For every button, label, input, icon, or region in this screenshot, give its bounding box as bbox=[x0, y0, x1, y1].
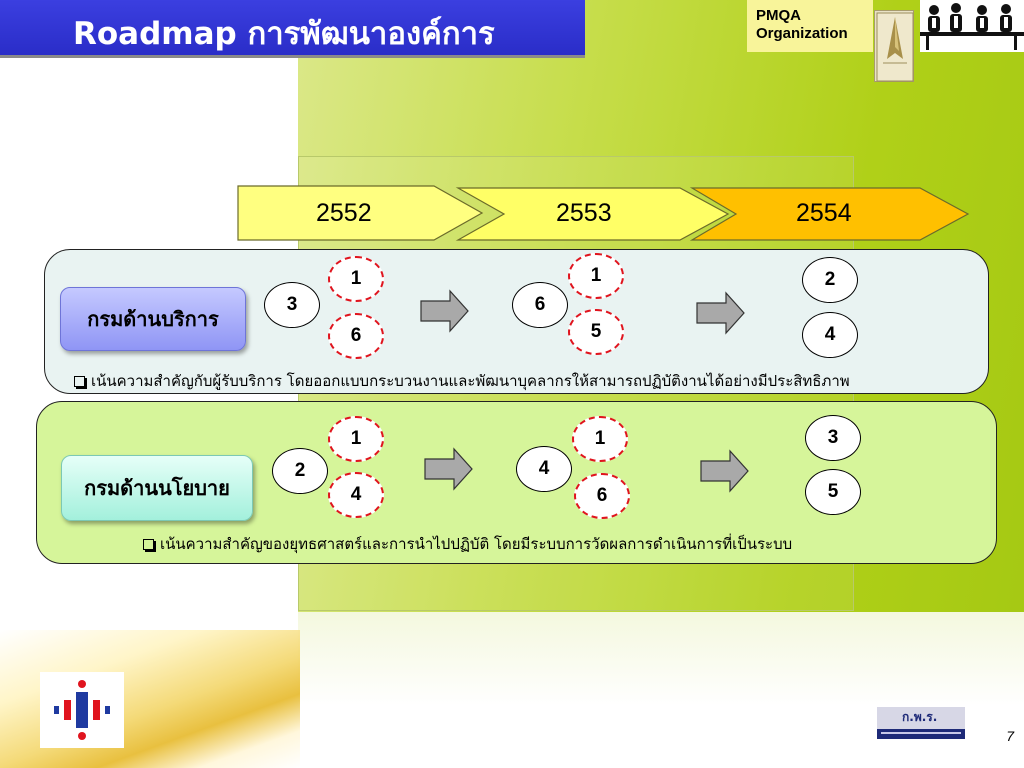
kpr-logo-text: ก.พ.ร. bbox=[902, 710, 938, 724]
policy-note: เน้นความสำคัญของยุทธศาสตร์และการนำไปปฏิบ… bbox=[143, 532, 792, 556]
title-bar bbox=[0, 0, 585, 55]
checkbox-bullet-icon bbox=[74, 376, 85, 387]
timeline-arrow-2554 bbox=[689, 187, 970, 241]
policy-stage2-top: 1 bbox=[572, 416, 628, 462]
pmqa-header-text: PMQA Organization bbox=[756, 7, 848, 43]
service-note-text: เน้นความสำคัญกับผู้รับบริการ โดยออกแบบกร… bbox=[91, 372, 850, 390]
ocsc-logo-icon bbox=[40, 672, 124, 748]
service-note: เน้นความสำคัญกับผู้รับบริการ โดยออกแบบกร… bbox=[74, 369, 850, 393]
service-stage3-top: 2 bbox=[802, 257, 858, 303]
service-stage2-center: 6 bbox=[512, 282, 568, 328]
page-number: 7 bbox=[1006, 728, 1014, 744]
timeline-arrow-2553 bbox=[455, 187, 730, 241]
policy-stage2-bottom: 6 bbox=[574, 473, 630, 519]
policy-stage3-top: 3 bbox=[805, 415, 861, 461]
pmqa-line2: Organization bbox=[756, 25, 848, 42]
service-arrow-1-icon bbox=[420, 289, 470, 333]
policy-stage1-bottom: 4 bbox=[328, 472, 384, 518]
policy-note-text: เน้นความสำคัญของยุทธศาสตร์และการนำไปปฏิบ… bbox=[160, 535, 793, 553]
pmqa-header-box bbox=[747, 0, 873, 52]
service-stage2-bottom: 5 bbox=[568, 309, 624, 355]
policy-department-button[interactable]: กรมด้านนโยบาย bbox=[61, 455, 253, 521]
year-2553: 2553 bbox=[556, 199, 612, 227]
service-department-button[interactable]: กรมด้านบริการ bbox=[60, 287, 246, 351]
policy-arrow-2-icon bbox=[700, 449, 750, 493]
timeline bbox=[236, 184, 971, 242]
service-arrow-2-icon bbox=[696, 291, 746, 335]
background-bottom bbox=[298, 612, 1024, 768]
kpr-logo-icon bbox=[877, 707, 965, 739]
service-stage1-top: 1 bbox=[328, 256, 384, 302]
policy-stage1-center: 2 bbox=[272, 448, 328, 494]
policy-stage1-top: 1 bbox=[328, 416, 384, 462]
business-people-icon bbox=[920, 0, 1024, 52]
year-2554: 2554 bbox=[796, 199, 852, 227]
service-stage1-center: 3 bbox=[264, 282, 320, 328]
policy-arrow-1-icon bbox=[424, 447, 474, 491]
page-title: Roadmap การพัฒนาองค์การ bbox=[73, 16, 495, 52]
checkbox-bullet-icon bbox=[143, 539, 154, 550]
timeline-arrow-2552 bbox=[237, 185, 484, 241]
service-stage3-bottom: 4 bbox=[802, 312, 858, 358]
service-stage1-bottom: 6 bbox=[328, 313, 384, 359]
policy-stage2-center: 4 bbox=[516, 446, 572, 492]
policy-stage3-bottom: 5 bbox=[805, 469, 861, 515]
pmqa-line1: PMQA bbox=[756, 7, 801, 24]
pmqa-logo-icon bbox=[874, 10, 914, 82]
year-2552: 2552 bbox=[316, 199, 372, 227]
service-stage2-top: 1 bbox=[568, 253, 624, 299]
